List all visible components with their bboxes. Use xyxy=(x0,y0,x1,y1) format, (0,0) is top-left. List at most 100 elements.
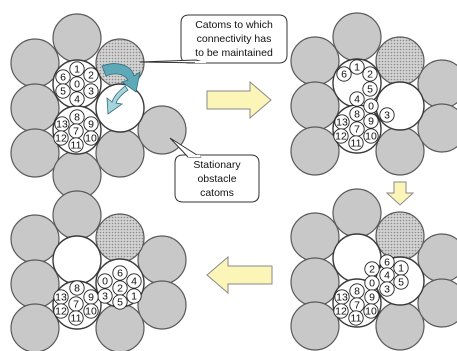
left-arrow-icon xyxy=(206,255,273,295)
catom-4: 4 xyxy=(349,91,365,107)
catom-label: 2 xyxy=(117,283,123,295)
catom-circle xyxy=(348,310,364,326)
callout-connectivity: Catoms to which connectivity has to be m… xyxy=(139,14,288,64)
catom-label: 2 xyxy=(367,69,373,81)
catom-circle xyxy=(53,303,69,319)
catom-6: 6 xyxy=(112,265,128,281)
catom-6: 6 xyxy=(55,69,71,85)
empty-slot xyxy=(375,81,425,131)
catom-label: 13 xyxy=(336,117,348,129)
catom-circle xyxy=(363,303,379,319)
callout-line: to be maintained xyxy=(195,47,273,59)
catom-12: 12 xyxy=(333,128,349,144)
catom-label: 11 xyxy=(351,138,362,150)
catom-circle xyxy=(55,83,71,99)
catom-12: 12 xyxy=(53,130,69,146)
catom-label: 11 xyxy=(71,140,82,152)
callout-line: Catoms to which xyxy=(195,19,273,31)
catom-label: 0 xyxy=(74,79,80,91)
catom-0: 0 xyxy=(364,275,380,291)
catom-3: 3 xyxy=(379,107,395,123)
catom-label: 12 xyxy=(55,133,67,145)
catom-circle xyxy=(83,83,99,99)
catom-label: 3 xyxy=(384,110,390,122)
catom-label: 5 xyxy=(398,277,404,289)
catom-8: 8 xyxy=(69,109,85,125)
catom-label: 13 xyxy=(55,292,67,304)
catom-label: 4 xyxy=(384,270,390,282)
obstacle-catom xyxy=(10,128,60,178)
catom-circle xyxy=(112,294,128,310)
catom-label: 11 xyxy=(351,313,362,325)
catom-circle xyxy=(349,91,365,107)
catom-circle xyxy=(83,67,99,83)
catom-0: 0 xyxy=(363,98,379,114)
catom-7: 7 xyxy=(349,121,365,137)
catom-label: 12 xyxy=(335,131,347,143)
catom-label: 4 xyxy=(131,276,137,288)
obstacle-catom xyxy=(10,83,60,133)
catom-label: 10 xyxy=(85,306,97,318)
catom-10: 10 xyxy=(83,130,99,146)
catom-11: 11 xyxy=(348,310,364,326)
catom-label: 7 xyxy=(73,126,79,138)
catom-circle xyxy=(126,273,142,289)
obstacle-catom xyxy=(137,280,187,330)
catom-7: 7 xyxy=(68,296,84,312)
catom-label: 7 xyxy=(354,124,360,136)
connectivity-catom xyxy=(375,36,425,86)
catom-5: 5 xyxy=(112,294,128,310)
catom-label: 0 xyxy=(368,101,374,113)
catom-5: 5 xyxy=(362,81,378,97)
catom-label: 8 xyxy=(354,109,360,121)
catom-12: 12 xyxy=(333,303,349,319)
callout-line: catoms xyxy=(200,187,234,199)
catom-circle xyxy=(362,81,378,97)
catom-label: 9 xyxy=(88,119,94,131)
obstacle-catom xyxy=(290,257,340,307)
catom-label: 5 xyxy=(60,86,66,98)
obstacle-catom xyxy=(290,301,340,351)
catom-circle xyxy=(336,66,352,82)
catom-label: 4 xyxy=(74,94,80,106)
catom-label: 2 xyxy=(88,70,94,82)
catom-circle xyxy=(379,281,395,297)
empty-slot xyxy=(52,235,102,285)
catom-label: 8 xyxy=(74,112,80,124)
catom-label: 5 xyxy=(117,297,123,309)
obstacle-catom xyxy=(52,190,102,240)
catom-circle xyxy=(69,91,85,107)
catom-label: 1 xyxy=(131,291,137,303)
obstacle-catom xyxy=(290,126,340,176)
obstacle-catom xyxy=(290,212,340,262)
catom-6: 6 xyxy=(336,66,352,82)
catom-9: 9 xyxy=(364,289,380,305)
callout-box xyxy=(174,154,260,203)
callout-line: obstacle xyxy=(197,173,236,185)
catom-8: 8 xyxy=(349,283,365,299)
down-arrow-icon xyxy=(385,181,415,206)
catom-circle xyxy=(363,98,379,114)
catom-circle xyxy=(126,288,142,304)
catom-circle xyxy=(69,280,85,296)
catom-circle xyxy=(83,130,99,146)
catom-circle xyxy=(393,274,409,290)
catom-0: 0 xyxy=(69,76,85,92)
catom-label: 9 xyxy=(369,292,375,304)
catom-label: 6 xyxy=(60,72,66,84)
obstacle-catom xyxy=(10,214,60,264)
catom-10: 10 xyxy=(363,128,379,144)
catom-13: 13 xyxy=(334,114,350,130)
callout-box xyxy=(180,14,288,64)
catom-7: 7 xyxy=(349,297,365,313)
catom-8: 8 xyxy=(349,106,365,122)
catom-4: 4 xyxy=(69,91,85,107)
catom-circle xyxy=(83,303,99,319)
catom-5: 5 xyxy=(55,83,71,99)
obstacle-catom xyxy=(52,13,102,63)
catom-circle xyxy=(112,265,128,281)
